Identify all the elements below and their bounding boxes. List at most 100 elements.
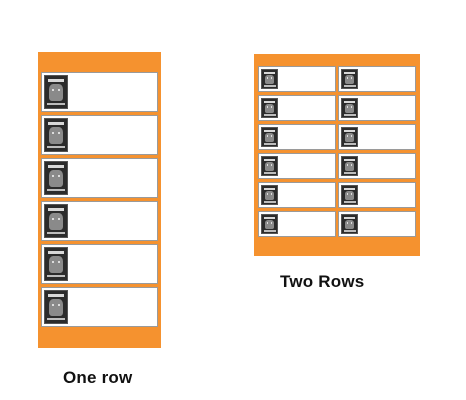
badge-thumbnail-icon	[44, 161, 68, 195]
thumbnail-tab	[48, 251, 64, 255]
thumbnail-footer	[263, 172, 276, 174]
badge-thumbnail-icon	[44, 75, 68, 109]
thumbnail-tab	[48, 294, 64, 298]
badge-card	[338, 153, 416, 179]
badge-thumbnail-icon	[261, 214, 278, 234]
badge-card	[338, 95, 416, 121]
thumbnail-tab	[344, 71, 355, 74]
thumbnail-footer	[343, 85, 356, 87]
thumbnail-footer	[263, 201, 276, 203]
badge-thumbnail-icon	[261, 156, 278, 176]
thumbnail-face	[264, 103, 275, 114]
thumbnail-eye	[350, 135, 353, 137]
thumbnail-footer	[343, 230, 356, 232]
thumbnail-face	[48, 84, 64, 101]
badge-card	[258, 153, 336, 179]
thumbnail-tab	[48, 208, 64, 212]
badge-thumbnail-icon	[261, 127, 278, 147]
thumbnail-eye	[57, 174, 60, 178]
badge-thumbnail-icon	[44, 204, 68, 238]
badge-thumbnail-icon	[261, 185, 278, 205]
thumbnail-eye	[350, 164, 353, 166]
thumbnail-tab	[264, 129, 275, 132]
thumbnail-eye	[266, 106, 269, 108]
badge-card	[41, 72, 158, 112]
two-rows-caption: Two Rows	[280, 272, 365, 291]
thumbnail-tab	[48, 122, 64, 126]
thumbnail-face	[48, 170, 64, 187]
thumbnail-tab	[264, 216, 275, 219]
thumbnail-eye	[270, 193, 273, 195]
badge-thumbnail-icon	[44, 118, 68, 152]
thumbnail-footer	[263, 143, 276, 145]
thumbnail-face	[48, 127, 64, 144]
thumbnail-eye	[270, 135, 273, 137]
thumbnail-face	[344, 161, 355, 172]
thumbnail-eye	[270, 222, 273, 224]
badge-thumbnail-icon	[341, 69, 358, 89]
badge-card	[41, 287, 158, 327]
thumbnail-footer	[47, 145, 65, 149]
badge-thumbnail-icon	[261, 98, 278, 118]
badge-card	[41, 158, 158, 198]
thumbnail-face	[344, 74, 355, 85]
two-rows-layout-panel	[254, 54, 420, 256]
thumbnail-eye	[57, 88, 60, 92]
thumbnail-eye	[57, 303, 60, 307]
thumbnail-face	[264, 74, 275, 85]
thumbnail-eye	[350, 106, 353, 108]
thumbnail-footer	[263, 114, 276, 116]
badge-thumbnail-icon	[341, 127, 358, 147]
thumbnail-footer	[47, 188, 65, 192]
thumbnail-eye	[346, 106, 349, 108]
badge-card	[338, 182, 416, 208]
badge-card	[258, 124, 336, 150]
thumbnail-eye	[350, 222, 353, 224]
badge-thumbnail-icon	[341, 185, 358, 205]
thumbnail-eye	[346, 77, 349, 79]
badge-card	[258, 182, 336, 208]
thumbnail-tab	[344, 129, 355, 132]
thumbnail-eye	[52, 303, 55, 307]
badge-thumbnail-icon	[341, 156, 358, 176]
thumbnail-tab	[344, 158, 355, 161]
thumbnail-eye	[57, 260, 60, 264]
badge-card	[41, 201, 158, 241]
thumbnail-eye	[346, 135, 349, 137]
badge-thumbnail-icon	[341, 98, 358, 118]
thumbnail-tab	[264, 158, 275, 161]
thumbnail-tab	[344, 100, 355, 103]
badge-card	[258, 211, 336, 237]
thumbnail-eye	[346, 222, 349, 224]
thumbnail-tab	[264, 100, 275, 103]
thumbnail-face	[264, 132, 275, 143]
thumbnail-eye	[57, 131, 60, 135]
thumbnail-face	[264, 219, 275, 230]
thumbnail-eye	[266, 193, 269, 195]
thumbnail-face	[344, 219, 355, 230]
thumbnail-tab	[344, 216, 355, 219]
thumbnail-footer	[263, 85, 276, 87]
thumbnail-face	[48, 256, 64, 273]
badge-card	[41, 115, 158, 155]
thumbnail-eye	[270, 77, 273, 79]
thumbnail-footer	[47, 274, 65, 278]
one-row-caption: One row	[63, 368, 133, 387]
thumbnail-tab	[48, 79, 64, 83]
thumbnail-eye	[266, 164, 269, 166]
badge-thumbnail-icon	[44, 290, 68, 324]
thumbnail-eye	[52, 174, 55, 178]
thumbnail-footer	[343, 114, 356, 116]
thumbnail-face	[48, 213, 64, 230]
thumbnail-face	[344, 132, 355, 143]
badge-card	[258, 66, 336, 92]
thumbnail-eye	[52, 131, 55, 135]
badge-card	[338, 124, 416, 150]
thumbnail-face	[48, 299, 64, 316]
thumbnail-eye	[350, 77, 353, 79]
thumbnail-face	[344, 103, 355, 114]
thumbnail-eye	[270, 106, 273, 108]
thumbnail-tab	[344, 187, 355, 190]
badge-card	[258, 95, 336, 121]
thumbnail-eye	[266, 222, 269, 224]
